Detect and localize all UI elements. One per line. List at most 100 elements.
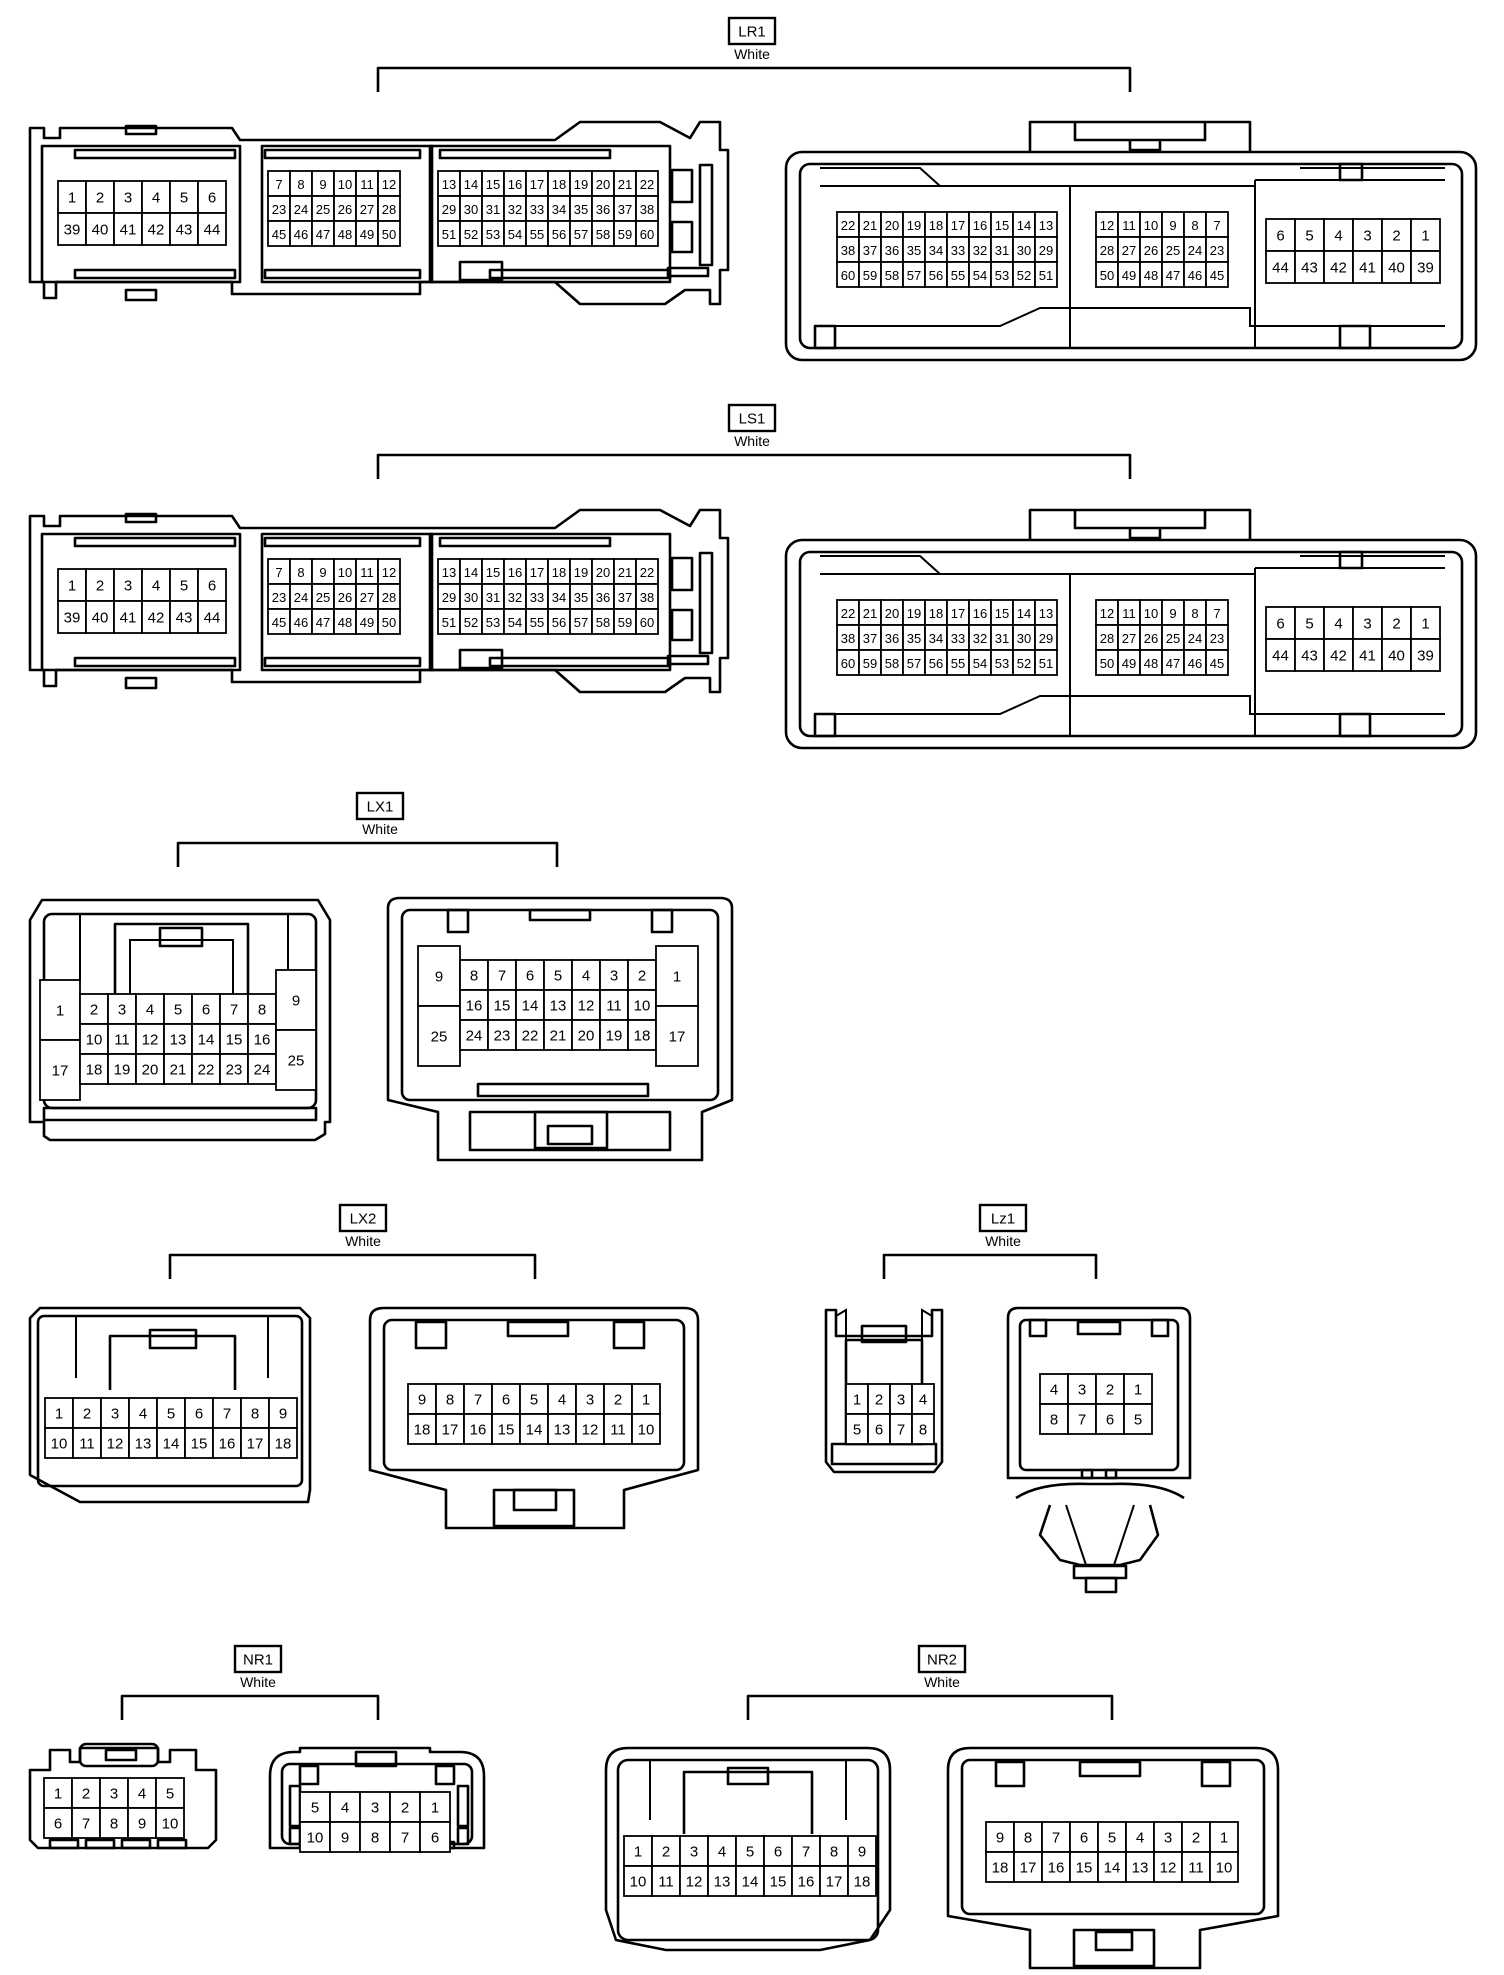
pin-label: 25 <box>1166 243 1180 258</box>
pin-label: 23 <box>1210 631 1224 646</box>
pin-cell <box>1209 1851 1239 1883</box>
pin-label: 23 <box>226 1062 243 1079</box>
pin-cell <box>135 993 165 1025</box>
pin-label: 16 <box>1048 1860 1065 1877</box>
housing-slot <box>666 654 710 666</box>
pin-label: 49 <box>1122 656 1136 671</box>
pin-label: 7 <box>897 1422 905 1439</box>
housing-tab <box>533 1110 609 1150</box>
pin-label: 37 <box>618 202 632 217</box>
connector-id-box <box>727 16 777 46</box>
pin-label: 3 <box>124 578 132 595</box>
pin-label: 31 <box>995 631 1009 646</box>
housing-outline <box>368 1306 700 1530</box>
connector-color: White <box>734 433 770 449</box>
housing-section <box>428 144 672 284</box>
pin-label: 49 <box>360 227 374 242</box>
pin-label: 24 <box>294 590 308 605</box>
pin-cell <box>735 1835 765 1867</box>
pin-label: 20 <box>885 606 899 621</box>
pin-label: 46 <box>294 227 308 242</box>
pin-label: 5 <box>167 1406 175 1423</box>
pin-label: 23 <box>272 202 286 217</box>
pin-label: 58 <box>885 656 899 671</box>
pin-label: 6 <box>502 1392 510 1409</box>
housing-tab <box>1080 1468 1094 1480</box>
pin-label: 15 <box>226 1032 243 1049</box>
pin-label: 33 <box>951 631 965 646</box>
housing-rail <box>830 1442 938 1466</box>
housing-outline <box>386 896 734 1162</box>
pin-cell <box>419 1791 451 1823</box>
pin-label: 7 <box>1213 218 1220 233</box>
housing-outline <box>604 1746 892 1952</box>
housing-detail <box>830 307 1445 327</box>
pin-label: 14 <box>1017 606 1031 621</box>
pin-label: 43 <box>176 222 193 239</box>
housing-section <box>40 144 242 284</box>
pin-label: 15 <box>995 218 1009 233</box>
pin-label: 3 <box>586 1392 594 1409</box>
pin-label: 12 <box>686 1874 703 1891</box>
pin-label: 22 <box>640 177 654 192</box>
housing-tab <box>1200 1760 1232 1788</box>
pin-cell <box>1097 1821 1127 1853</box>
pin-label: 13 <box>554 1422 571 1439</box>
pin-label: 5 <box>180 190 188 207</box>
housing-section <box>428 532 672 672</box>
connector-id: NR1 <box>243 1652 273 1669</box>
pin-label: 1 <box>55 1406 63 1423</box>
pin-label: 55 <box>530 615 544 630</box>
pin-label: 11 <box>1122 606 1136 621</box>
pin-label: 52 <box>464 227 478 242</box>
pin-label: 47 <box>1166 656 1180 671</box>
pin-cell <box>1323 218 1354 252</box>
pin-label: 57 <box>574 227 588 242</box>
pin-label: 60 <box>640 615 654 630</box>
pin-label: 27 <box>360 202 374 217</box>
pin-label: 10 <box>338 565 352 580</box>
connector-id: NR2 <box>927 1652 957 1669</box>
connector-bracket <box>376 66 1132 92</box>
pin-label: 58 <box>596 227 610 242</box>
pin-cell <box>655 1005 699 1067</box>
pin-label: 27 <box>1122 243 1136 258</box>
pin-cell <box>763 1835 793 1867</box>
pin-cell <box>1265 218 1296 252</box>
pin-label: 16 <box>798 1874 815 1891</box>
pin-cell <box>268 1427 298 1459</box>
connector-bracket <box>882 1253 1098 1279</box>
pin-label: 35 <box>907 243 921 258</box>
housing-clip <box>1065 1504 1135 1566</box>
connector-id: Lz1 <box>991 1211 1015 1228</box>
pin-label: 33 <box>951 243 965 258</box>
pin-label: 3 <box>124 190 132 207</box>
pin-label: 9 <box>279 1406 287 1423</box>
pin-cell <box>623 1865 653 1897</box>
pin-label: 26 <box>338 202 352 217</box>
pin-label: 39 <box>64 610 81 627</box>
pin-cell <box>1410 606 1441 640</box>
pin-label: 13 <box>442 565 456 580</box>
pin-label: 50 <box>1100 268 1114 283</box>
pin-label: 43 <box>1301 260 1318 277</box>
pin-label: 54 <box>508 227 522 242</box>
housing-outline <box>28 1306 312 1504</box>
pin-label: 30 <box>464 202 478 217</box>
pin-label: 1 <box>68 578 76 595</box>
pin-label: 4 <box>919 1392 927 1409</box>
pin-cell <box>219 993 249 1025</box>
pin-label: 42 <box>148 610 165 627</box>
housing-tab <box>124 124 158 136</box>
housing-latch <box>78 1742 160 1768</box>
pin-label: 1 <box>68 190 76 207</box>
housing-outline <box>1006 1306 1192 1480</box>
pin-label: 57 <box>574 615 588 630</box>
housing-outline <box>946 1746 1280 1970</box>
pin-label: 17 <box>247 1436 264 1453</box>
connector-id-box <box>727 403 777 433</box>
pin-label: 5 <box>554 968 562 985</box>
pin-label: 16 <box>219 1436 236 1453</box>
pin-label: 29 <box>442 590 456 605</box>
pin-label: 10 <box>307 1830 324 1847</box>
